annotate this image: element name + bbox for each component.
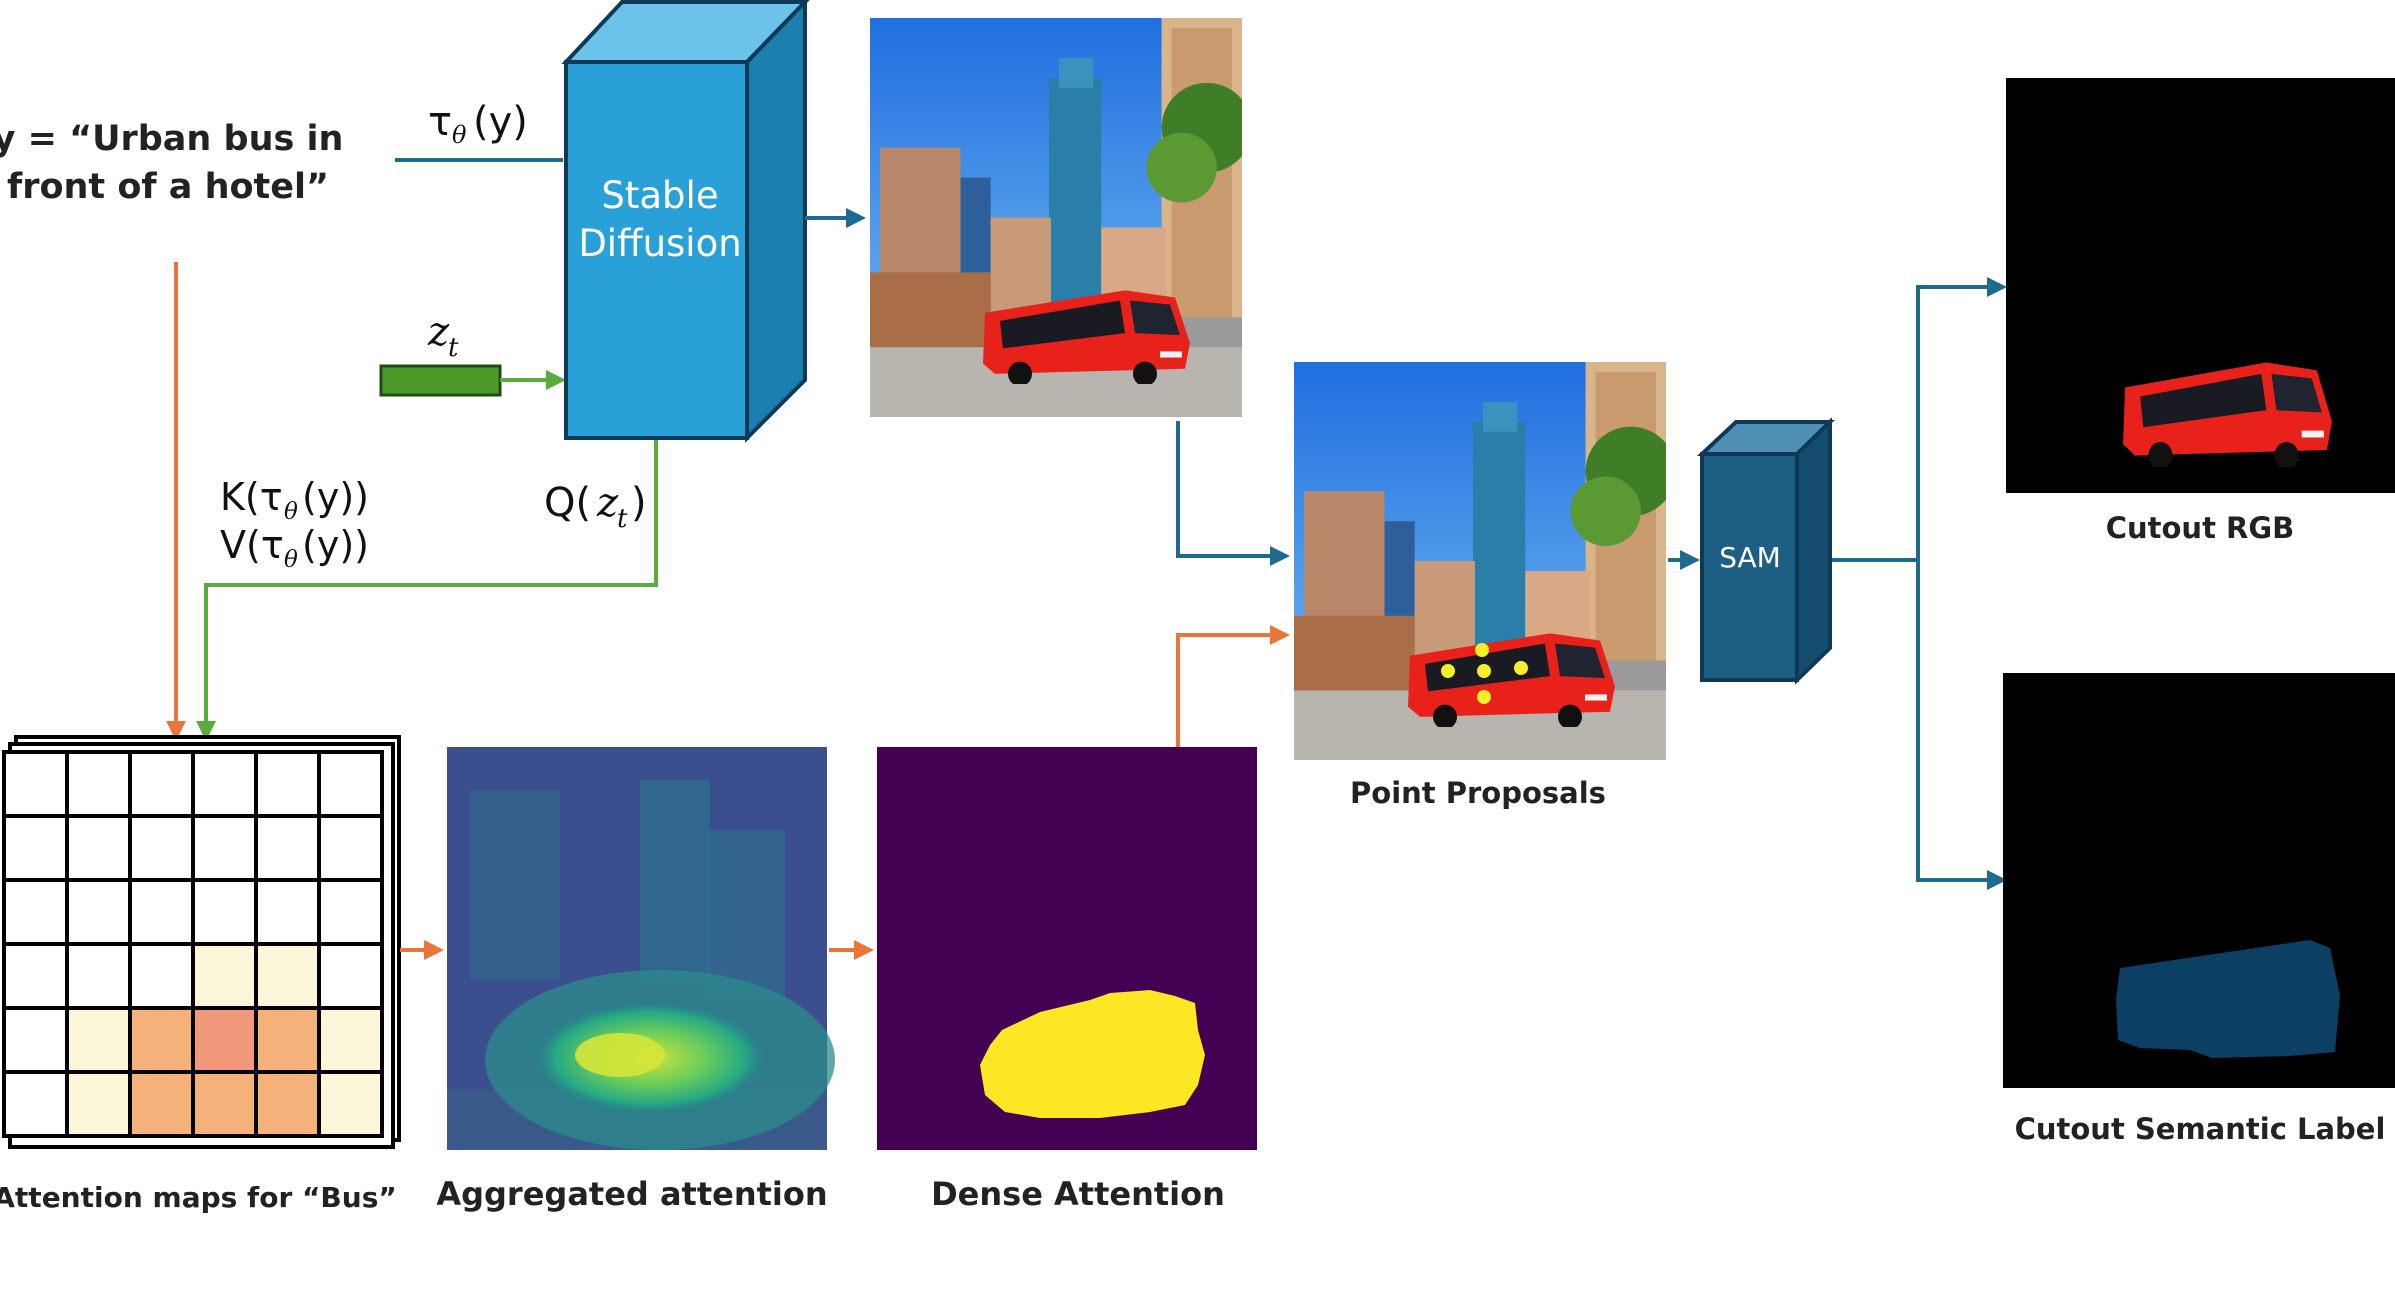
sam-block: SAM: [1696, 417, 1835, 685]
value-label-pre: V(τ: [220, 523, 284, 567]
stable-diffusion-label-1: Stable: [601, 174, 718, 217]
query-to-attention-arrow: [196, 440, 658, 741]
dense-to-points-arrow: [1176, 625, 1290, 747]
key-label-pre: K(τ: [220, 475, 283, 519]
attention-cell: [65, 1006, 132, 1074]
attention-cell: [65, 878, 132, 946]
attention-cell: [65, 942, 132, 1010]
stable-diffusion-block: Stable Diffusion: [561, 0, 810, 443]
point-proposals-image: [1294, 362, 1676, 760]
key-value-label: K(τ θ (y)) V(τ θ (y)): [220, 475, 369, 573]
attention-cell: [128, 814, 195, 882]
attention-cell: [191, 1006, 258, 1074]
attention-cell: [65, 814, 132, 882]
attention-cell: [254, 1070, 321, 1138]
caption-cutout-rgb: Cutout RGB: [2106, 511, 2295, 545]
attention-cell: [128, 878, 195, 946]
attention-cell: [254, 814, 321, 882]
query-post: ): [631, 480, 647, 526]
value-label-post: (y)): [302, 523, 369, 567]
attention-grid: [2, 750, 384, 1138]
attention-cell: [65, 750, 132, 818]
sam-to-semantic-arrow: [1916, 560, 2007, 890]
dense-attention-map: [877, 747, 1257, 1150]
attention-cell: [128, 1006, 195, 1074]
attention-cell: [191, 750, 258, 818]
attention-cell: [128, 942, 195, 1010]
value-label-sub: θ: [284, 547, 298, 573]
attention-cell: [128, 750, 195, 818]
prompt-line-2: front of a hotel”: [7, 167, 329, 207]
attention-maps-stack: [2, 735, 401, 1149]
caption-cutout-semantic: Cutout Semantic Label: [2015, 1112, 2386, 1146]
dense-mask: [980, 990, 1205, 1118]
aggregated-attention-map: [447, 747, 835, 1150]
attention-cell: [317, 814, 384, 882]
attention-cell: [317, 1070, 384, 1138]
semantic-mask: [2116, 940, 2340, 1058]
caption-attention-maps: Attention maps for “Bus”: [0, 1181, 397, 1214]
query-symbol: z: [596, 480, 619, 526]
key-label-post: (y)): [302, 475, 369, 519]
attention-cell: [191, 814, 258, 882]
cutout-rgb-image: [2006, 78, 2395, 493]
attention-cell: [128, 1070, 195, 1138]
point-proposal-marker: [1475, 643, 1489, 657]
attention-cell: [317, 1006, 384, 1074]
latent-symbol: z: [427, 309, 450, 355]
attention-cell: [2, 814, 69, 882]
attention-cell: [2, 942, 69, 1010]
caption-point-proposals: Point Proposals: [1350, 776, 1606, 810]
point-proposal-marker: [1514, 661, 1528, 675]
attention-cell: [254, 942, 321, 1010]
caption-aggregated: Aggregated attention: [436, 1175, 827, 1213]
attention-cell: [317, 942, 384, 1010]
prompt-line-1: y = “Urban bus in: [0, 119, 343, 159]
attention-cell: [317, 878, 384, 946]
point-proposal-marker: [1441, 664, 1455, 678]
latent-label: z t: [427, 309, 459, 363]
tau-subscript: θ: [452, 121, 467, 149]
tau-symbol: τ: [428, 99, 452, 145]
image-to-points-arrow: [1176, 421, 1290, 566]
text-embedding-label: τ θ (y): [428, 99, 528, 149]
latent-noise-block: [379, 364, 502, 397]
query-label: Q( z t ): [544, 480, 647, 534]
attention-cell: [2, 878, 69, 946]
attention-cell: [191, 878, 258, 946]
attention-cell: [2, 1070, 69, 1138]
attention-cell: [191, 1070, 258, 1138]
cutout-semantic-image: [2003, 673, 2395, 1088]
query-subscript: t: [617, 504, 628, 534]
caption-dense: Dense Attention: [931, 1175, 1225, 1213]
latent-subscript: t: [448, 333, 459, 363]
attention-cell: [317, 750, 384, 818]
attention-cell: [2, 1006, 69, 1074]
sam-label: SAM: [1719, 541, 1781, 574]
attention-cell: [65, 1070, 132, 1138]
point-proposal-marker: [1477, 690, 1491, 704]
point-proposal-marker: [1477, 664, 1491, 678]
key-label-sub: θ: [284, 499, 298, 525]
attention-cell: [254, 750, 321, 818]
generated-image: [870, 18, 1252, 417]
attention-cell: [191, 942, 258, 1010]
attention-cell: [254, 878, 321, 946]
sam-to-rgb-arrow: [1916, 277, 2007, 560]
stable-diffusion-label-2: Diffusion: [578, 222, 741, 265]
attention-cell: [254, 1006, 321, 1074]
tau-argument: (y): [473, 99, 528, 145]
attention-cell: [2, 750, 69, 818]
query-pre: Q(: [544, 480, 591, 526]
